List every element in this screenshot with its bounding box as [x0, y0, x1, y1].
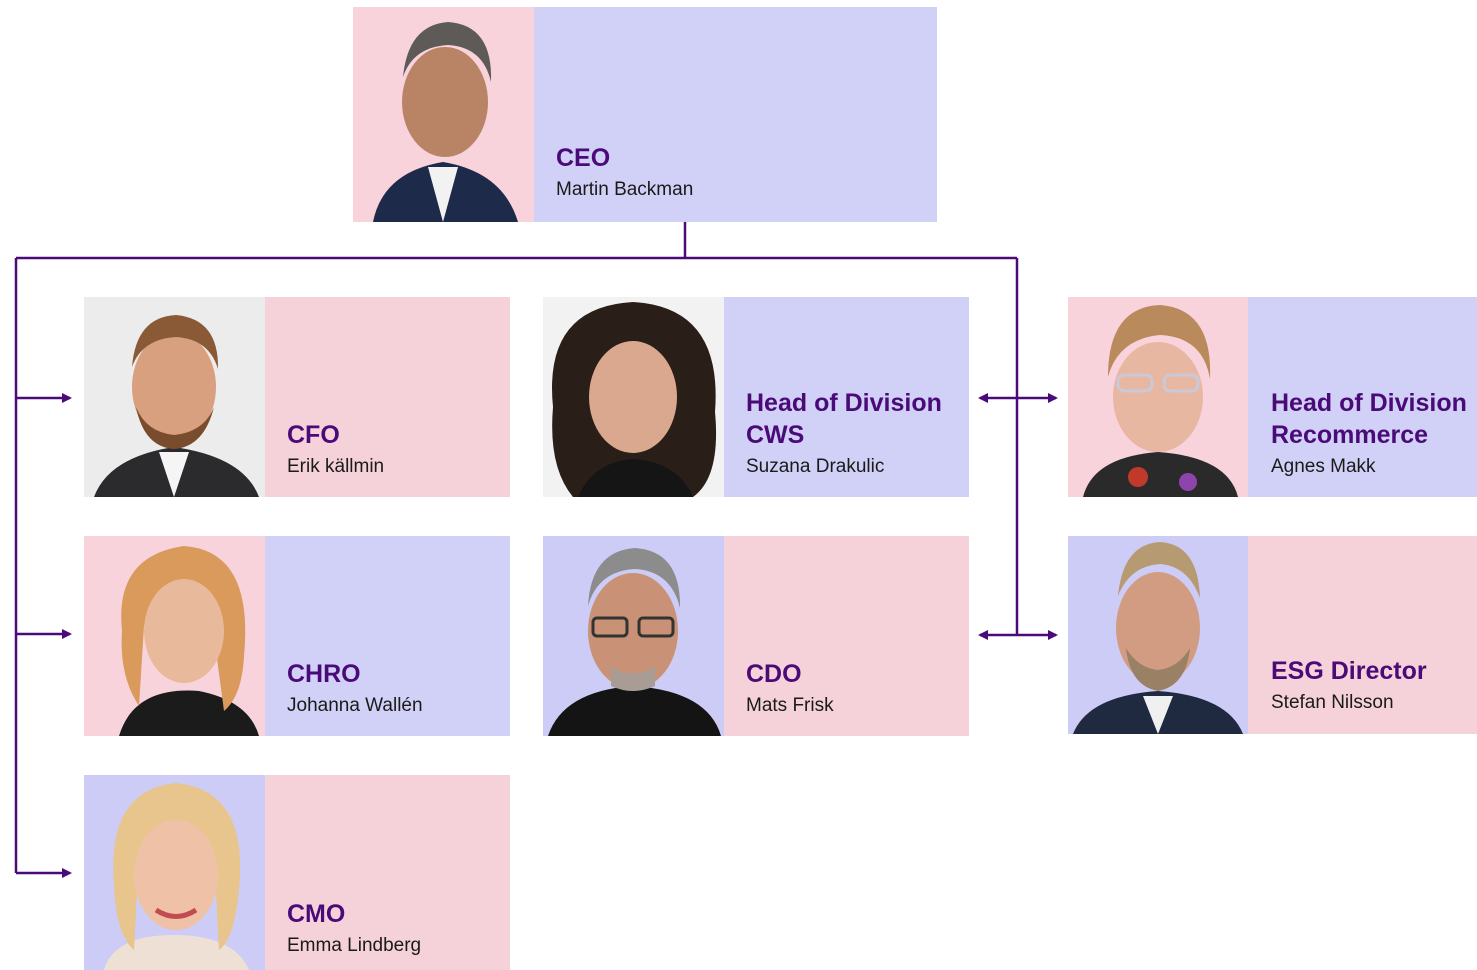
cws-card: Head of Division CWS Suzana Drakulic — [543, 297, 969, 497]
recommerce-role-line2: Recommerce — [1271, 421, 1429, 449]
cfo-photo — [84, 297, 265, 497]
cdo-photo — [543, 536, 724, 736]
chro-card: CHRO Johanna Wallén — [84, 536, 510, 736]
chro-name: Johanna Wallén — [287, 695, 423, 716]
ceo-role: CEO — [556, 144, 611, 172]
cfo-name: Erik källmin — [287, 456, 385, 477]
esg-card: ESG Director Stefan Nilsson — [1068, 536, 1477, 734]
cmo-name: Emma Lindberg — [287, 935, 422, 956]
recommerce-photo — [1068, 297, 1248, 497]
cdo-name: Mats Frisk — [746, 695, 834, 716]
ceo-name: Martin Backman — [556, 179, 694, 200]
recommerce-card: Head of Division Recommerce Agnes Makk — [1068, 297, 1477, 497]
ceo-photo — [353, 7, 534, 222]
cfo-card: CFO Erik källmin — [84, 297, 510, 497]
ceo-card: CEO Martin Backman — [353, 7, 937, 222]
cfo-role: CFO — [287, 421, 340, 449]
recommerce-role-line1: Head of Division — [1271, 389, 1467, 417]
cmo-photo — [84, 775, 265, 970]
chro-photo — [84, 536, 265, 736]
esg-photo — [1068, 536, 1248, 734]
cmo-card: CMO Emma Lindberg — [84, 775, 510, 970]
cws-name: Suzana Drakulic — [746, 456, 885, 477]
esg-name: Stefan Nilsson — [1271, 692, 1394, 713]
cws-role-line2: CWS — [746, 421, 805, 449]
chro-role: CHRO — [287, 660, 361, 688]
cws-role-line1: Head of Division — [746, 389, 942, 417]
cdo-role: CDO — [746, 660, 802, 688]
cmo-role: CMO — [287, 900, 346, 928]
esg-role: ESG Director — [1271, 657, 1427, 685]
cdo-card: CDO Mats Frisk — [543, 536, 969, 736]
recommerce-name: Agnes Makk — [1271, 456, 1376, 477]
cws-photo — [543, 297, 724, 497]
